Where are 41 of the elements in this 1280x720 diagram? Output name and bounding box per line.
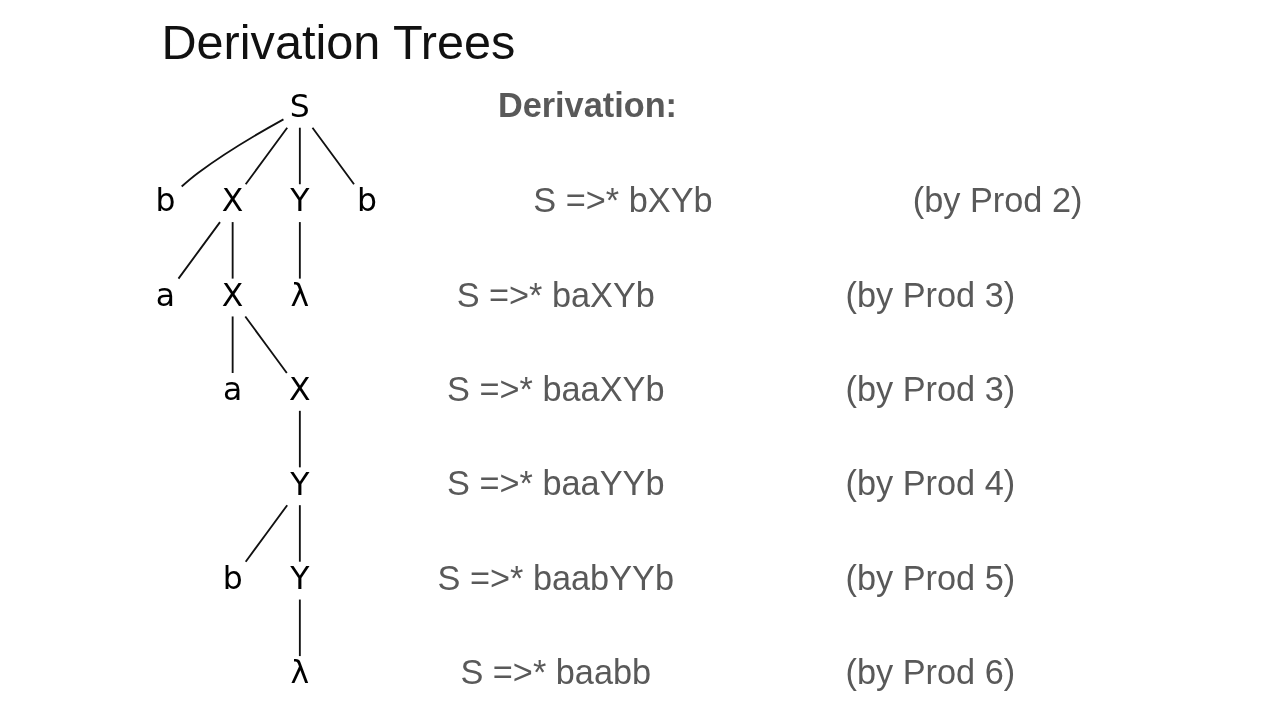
label: (by Prod 6)	[845, 653, 1015, 692]
node-text: b	[154, 182, 175, 219]
connector	[244, 504, 288, 563]
label: Derivation:	[497, 85, 677, 124]
label: (by Prod 3)	[845, 370, 1015, 409]
node-text: λ	[290, 654, 309, 691]
connector	[298, 126, 301, 186]
node-text: b	[356, 182, 377, 219]
connector	[231, 315, 234, 374]
node-text: X	[221, 182, 243, 219]
connector	[298, 504, 301, 563]
node-text: b	[222, 559, 243, 596]
label: S =>* baaYYb	[446, 464, 664, 503]
node-text: X	[221, 276, 243, 313]
label: S =>* baaXYb	[446, 370, 664, 409]
label: S =>* baXYb	[456, 275, 655, 314]
label: S =>* baabYYb	[437, 558, 674, 597]
node-text: Y	[289, 182, 309, 219]
label: S =>* bXYb	[532, 181, 713, 220]
connector	[298, 409, 301, 469]
connector	[180, 118, 284, 188]
connector	[311, 126, 355, 186]
node-text: Y	[289, 559, 309, 596]
node-text: λ	[290, 276, 309, 313]
label: (by Prod 2)	[912, 181, 1082, 220]
label: (by Prod 3)	[845, 275, 1015, 314]
connector	[243, 315, 288, 374]
node-text: Y	[289, 465, 309, 502]
label: (by Prod 4)	[845, 464, 1015, 503]
node-text: S	[289, 88, 310, 125]
label: S =>* baabb	[459, 653, 651, 692]
connector	[231, 221, 234, 280]
connector	[298, 221, 301, 280]
connector	[177, 221, 221, 280]
node-text: a	[155, 276, 175, 313]
connector	[244, 126, 288, 186]
label: (by Prod 5)	[845, 558, 1015, 597]
node-text: X	[288, 371, 311, 408]
node-text: a	[222, 371, 242, 408]
diagram-title: Derivation Trees	[160, 14, 515, 69]
connector	[298, 598, 301, 657]
